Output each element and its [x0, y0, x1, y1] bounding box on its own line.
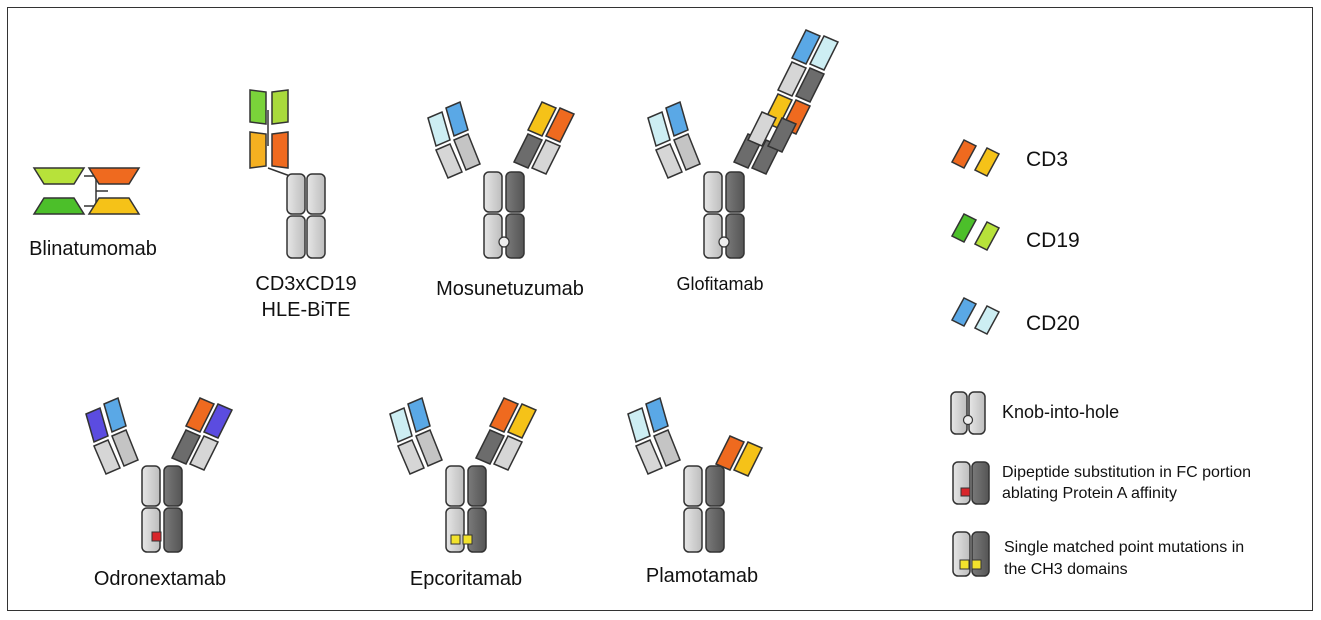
glofitamab-cd20-arm-left — [647, 100, 701, 179]
odronextamab: Odronextamab — [85, 396, 234, 590]
hle-bite-cd19-fragment — [249, 89, 289, 125]
legend-dipeptide-label-line2: ablating Protein A affinity — [1002, 485, 1177, 502]
blinatumomab-cd3-fragment — [87, 167, 141, 215]
mosunetuzumab-cd20-arm — [427, 100, 481, 179]
glofitamab-cd3-arm — [732, 93, 812, 175]
legend-cd20-label: CD20 — [1026, 312, 1080, 335]
legend-dipeptide-label-line1: Dipeptide substitution in FC portion — [1002, 464, 1251, 481]
epcoritamab-label: Epcoritamab — [410, 568, 522, 590]
glofitamab-knob-into-hole — [718, 236, 730, 248]
mosunetuzumab-label: Mosunetuzumab — [436, 278, 584, 300]
glofitamab-cd20-arm-upper — [776, 29, 840, 103]
hle-bite: CD3xCD19 HLE-BiTE — [249, 89, 357, 321]
mosunetuzumab-knob-into-hole — [498, 236, 510, 248]
epcoritamab: Epcoritamab — [389, 396, 538, 590]
mosunetuzumab-cd3-arm — [512, 101, 576, 175]
legend-point-label-line1: Single matched point mutations in — [1004, 539, 1244, 556]
plamotamab: Plamotamab — [627, 396, 764, 587]
legend-knob-swatch — [950, 391, 968, 435]
legend-cd19: CD19 — [950, 213, 1080, 252]
legend-point-mutation: Single matched point mutations in the CH… — [952, 531, 1244, 578]
legend-cd20-swatch — [950, 297, 978, 327]
legend-cd20: CD20 — [950, 297, 1080, 335]
glofitamab-label: Glofitamab — [676, 274, 763, 294]
legend-cd3: CD3 — [950, 139, 1068, 177]
hle-bite-cd3-fragment — [249, 131, 289, 169]
blinatumomab-cd19-fragment — [32, 167, 86, 215]
epcoritamab-point-mutation-mark — [450, 534, 461, 545]
odronextamab-fc-domain — [141, 465, 183, 553]
legend: CD3 CD19 CD20 Knob-into-hole Dipeptide s… — [950, 139, 1251, 578]
legend-knob-label: Knob-into-hole — [1002, 402, 1119, 422]
hle-bite-fc-domain — [286, 173, 326, 259]
legend-cd3-label: CD3 — [1026, 148, 1068, 171]
legend-knob-into-hole: Knob-into-hole — [950, 391, 1119, 435]
odronextamab-label: Odronextamab — [94, 568, 226, 590]
plamotamab-cd20-arm — [627, 396, 681, 475]
blinatumomab-label: Blinatumomab — [29, 238, 157, 260]
epcoritamab-cd20-arm — [389, 396, 443, 475]
mosunetuzumab-fc-domain — [483, 171, 525, 259]
legend-dipeptide: Dipeptide substitution in FC portion abl… — [952, 461, 1251, 505]
legend-cd19-swatch — [950, 213, 978, 243]
plamotamab-label: Plamotamab — [646, 565, 758, 587]
odronextamab-cd20-arm — [85, 396, 139, 475]
mosunetuzumab: Mosunetuzumab — [427, 100, 584, 300]
blinatumomab-linker — [84, 175, 97, 207]
legend-cd19-label: CD19 — [1026, 229, 1080, 252]
figure-frame — [7, 7, 1313, 611]
hle-bite-linker — [267, 110, 291, 177]
odronextamab-dipeptide-mark — [151, 531, 162, 542]
legend-point-label-line2: the CH3 domains — [1004, 561, 1128, 578]
plamotamab-fc-domain — [683, 465, 725, 553]
legend-dipeptide-swatch — [952, 461, 971, 505]
legend-cd3-swatch — [950, 139, 978, 169]
epcoritamab-cd3-arm — [474, 397, 538, 471]
blinatumomab: Blinatumomab — [29, 167, 157, 260]
glofitamab: Glofitamab — [647, 29, 840, 294]
epcoritamab-fc-domain — [445, 465, 487, 553]
glofitamab-fc-domain — [703, 171, 745, 259]
odronextamab-cd3-arm — [170, 397, 234, 471]
plamotamab-cd3-scfv — [714, 435, 764, 477]
hle-bite-label-line2: HLE-BiTE — [262, 299, 351, 321]
hle-bite-label-line1: CD3xCD19 — [255, 273, 356, 295]
